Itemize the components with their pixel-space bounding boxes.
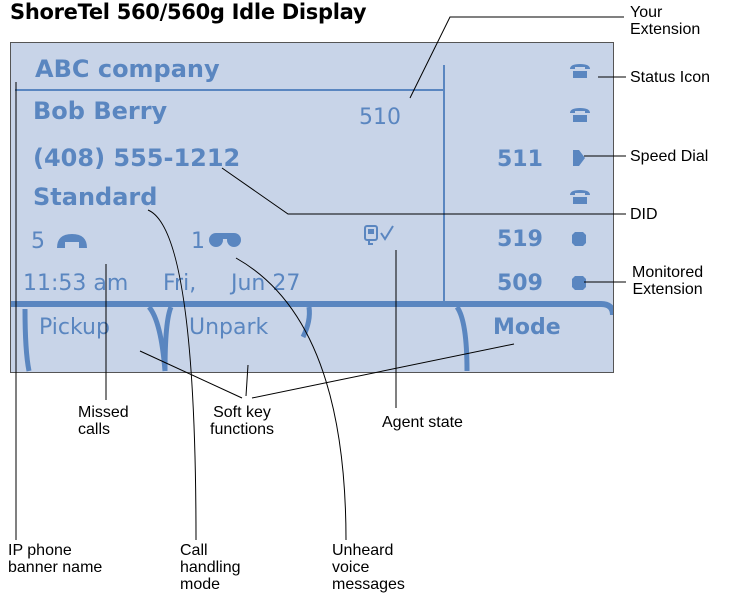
softkey-pickup[interactable]: Pickup (39, 315, 110, 340)
did-number: (408) 555-1212 (33, 144, 241, 172)
softkey-unpark[interactable]: Unpark (189, 315, 269, 340)
status-phone-icon-2 (570, 108, 590, 122)
call-handling-mode: Standard (33, 183, 158, 211)
monitored-extension-icon-1 (572, 232, 586, 246)
callout-missed-calls: Missed calls (78, 404, 129, 438)
clock-date: Jun 27 (231, 271, 301, 296)
callout-your-extension: Your Extension (630, 4, 701, 38)
extension-number: 510 (359, 105, 401, 130)
callout-unheard-voice-messages: Unheard voice messages (332, 542, 405, 593)
missed-call-handset-icon (57, 234, 87, 248)
callout-speed-dial: Speed Dial (630, 148, 709, 165)
callout-monitored-extension: Monitored Extension (632, 264, 704, 298)
banner-divider (15, 89, 443, 91)
clock-time: 11:53 am (23, 271, 129, 296)
softkey-mode[interactable]: Mode (493, 315, 561, 340)
callout-soft-key-functions: Soft key functions (210, 404, 275, 438)
speed-dial-number: 511 (497, 147, 543, 172)
callout-agent-state: Agent state (382, 414, 463, 431)
column-divider (443, 65, 445, 303)
banner-name: ABC company (35, 55, 220, 83)
voicemail-icon (209, 233, 241, 247)
missed-calls-count: 5 (31, 229, 45, 254)
status-phone-icon-1 (570, 64, 590, 78)
speed-dial-arrow-icon (573, 150, 585, 166)
agent-state-icon (364, 225, 394, 245)
status-phone-icon-3 (570, 190, 590, 204)
user-name: Bob Berry (33, 97, 168, 125)
callout-ip-phone-banner: IP phone banner name (8, 542, 103, 576)
callout-did: DID (630, 206, 658, 223)
figure-title: ShoreTel 560/560g Idle Display (10, 0, 367, 24)
callout-call-handling-mode: Call handling mode (180, 542, 241, 593)
callout-status-icon: Status Icon (630, 69, 711, 86)
clock-day: Fri, (163, 271, 197, 296)
voicemail-count: 1 (191, 229, 205, 254)
phone-lcd-screen: ABC company Bob Berry 510 (408) 555-1212… (10, 42, 614, 373)
monitored-ext-number-1: 519 (497, 227, 543, 252)
monitored-extension-icon-2 (572, 276, 586, 290)
monitored-ext-number-2: 509 (497, 271, 543, 296)
